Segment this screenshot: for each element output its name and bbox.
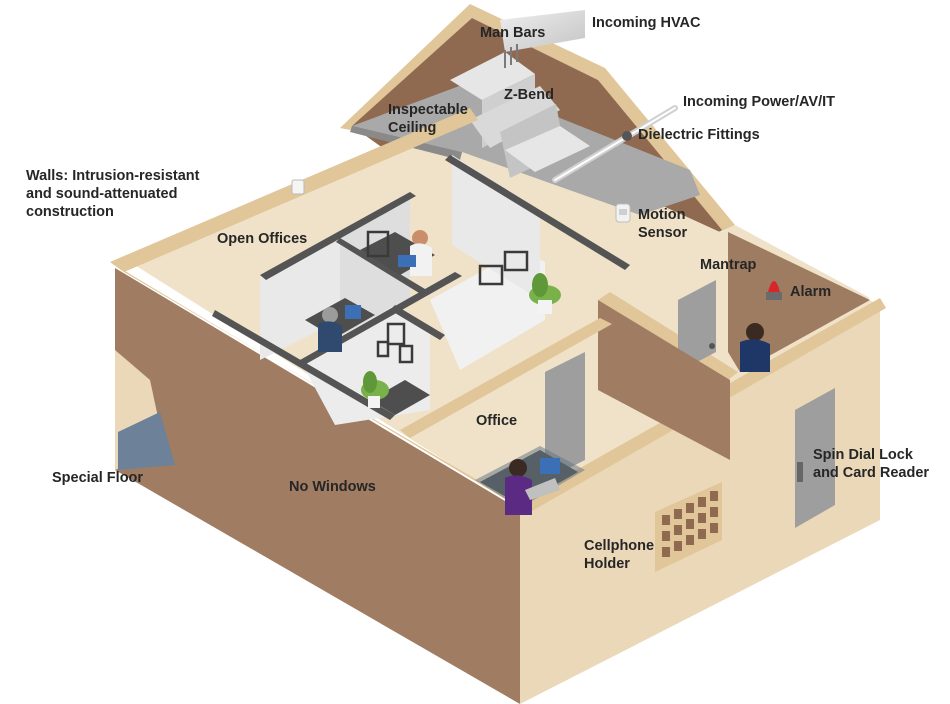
label-incoming-hvac: Incoming HVAC (592, 15, 701, 31)
motion-sensor-device (615, 203, 631, 223)
label-motion-sensor-line-1: Motion (638, 207, 686, 223)
person-mantrap (740, 323, 770, 372)
label-z-bend: Z-Bend (504, 87, 554, 103)
person-open-office (398, 230, 432, 276)
spin-dial-lock-device (797, 462, 803, 482)
label-cellphone-holder: Cellphone Holder (584, 537, 654, 573)
special-floor (118, 412, 175, 470)
label-mantrap: Mantrap (700, 257, 757, 273)
office-door (545, 352, 585, 480)
left-outer-wall (115, 268, 520, 704)
label-walls: Walls: Intrusion-resistant and sound-att… (26, 167, 199, 221)
label-office: Office (476, 413, 518, 429)
mantrap-door (678, 280, 716, 372)
label-walls-line-2: and sound-attenuated (26, 186, 178, 202)
label-spin-dial-lock-line-2: and Card Reader (813, 465, 930, 481)
label-spin-dial-lock-line-1: Spin Dial Lock (813, 447, 913, 463)
office-divider-wall (400, 318, 612, 438)
thermostat (291, 179, 305, 195)
label-alarm: Alarm (790, 284, 832, 300)
person-open-office (318, 305, 361, 352)
label-inspectable-ceiling-line-1: Inspectable (388, 102, 468, 118)
hvac-duct (450, 10, 590, 178)
plant (361, 371, 389, 408)
label-dielectric-fittings: Dielectric Fittings (638, 127, 760, 143)
label-walls-line-3: construction (26, 204, 114, 220)
label-man-bars: Man Bars (480, 25, 546, 41)
cellphone-holder-grid (655, 482, 722, 572)
label-incoming-power: Incoming Power/AV/IT (683, 94, 835, 110)
label-motion-sensor-line-2: Sensor (638, 225, 688, 241)
vault-door (795, 388, 835, 528)
label-no-windows: No Windows (289, 479, 376, 495)
label-motion-sensor: Motion Sensor (638, 206, 687, 242)
plant (529, 273, 561, 314)
label-spin-dial-lock: Spin Dial Lock and Card Reader (813, 446, 929, 482)
mantrap-brown-wall (728, 232, 870, 372)
label-cellphone-holder-line-1: Cellphone (584, 538, 655, 554)
roof-gable-trim (340, 4, 735, 232)
label-cellphone-holder-line-2: Holder (584, 556, 630, 572)
label-open-offices: Open Offices (217, 231, 308, 247)
office-side-wall (598, 300, 730, 460)
dielectric-fitting (622, 131, 632, 141)
power-conduit (552, 105, 678, 183)
label-special-floor: Special Floor (52, 470, 144, 486)
label-inspectable-ceiling: Inspectable Ceiling (388, 101, 468, 137)
alarm-device (766, 281, 782, 300)
wall-frames (366, 230, 529, 364)
label-walls-line-1: Walls: Intrusion-resistant (26, 168, 200, 184)
man-bars (504, 44, 518, 68)
person-office (505, 458, 560, 515)
label-inspectable-ceiling-line-2: Ceiling (388, 120, 437, 136)
